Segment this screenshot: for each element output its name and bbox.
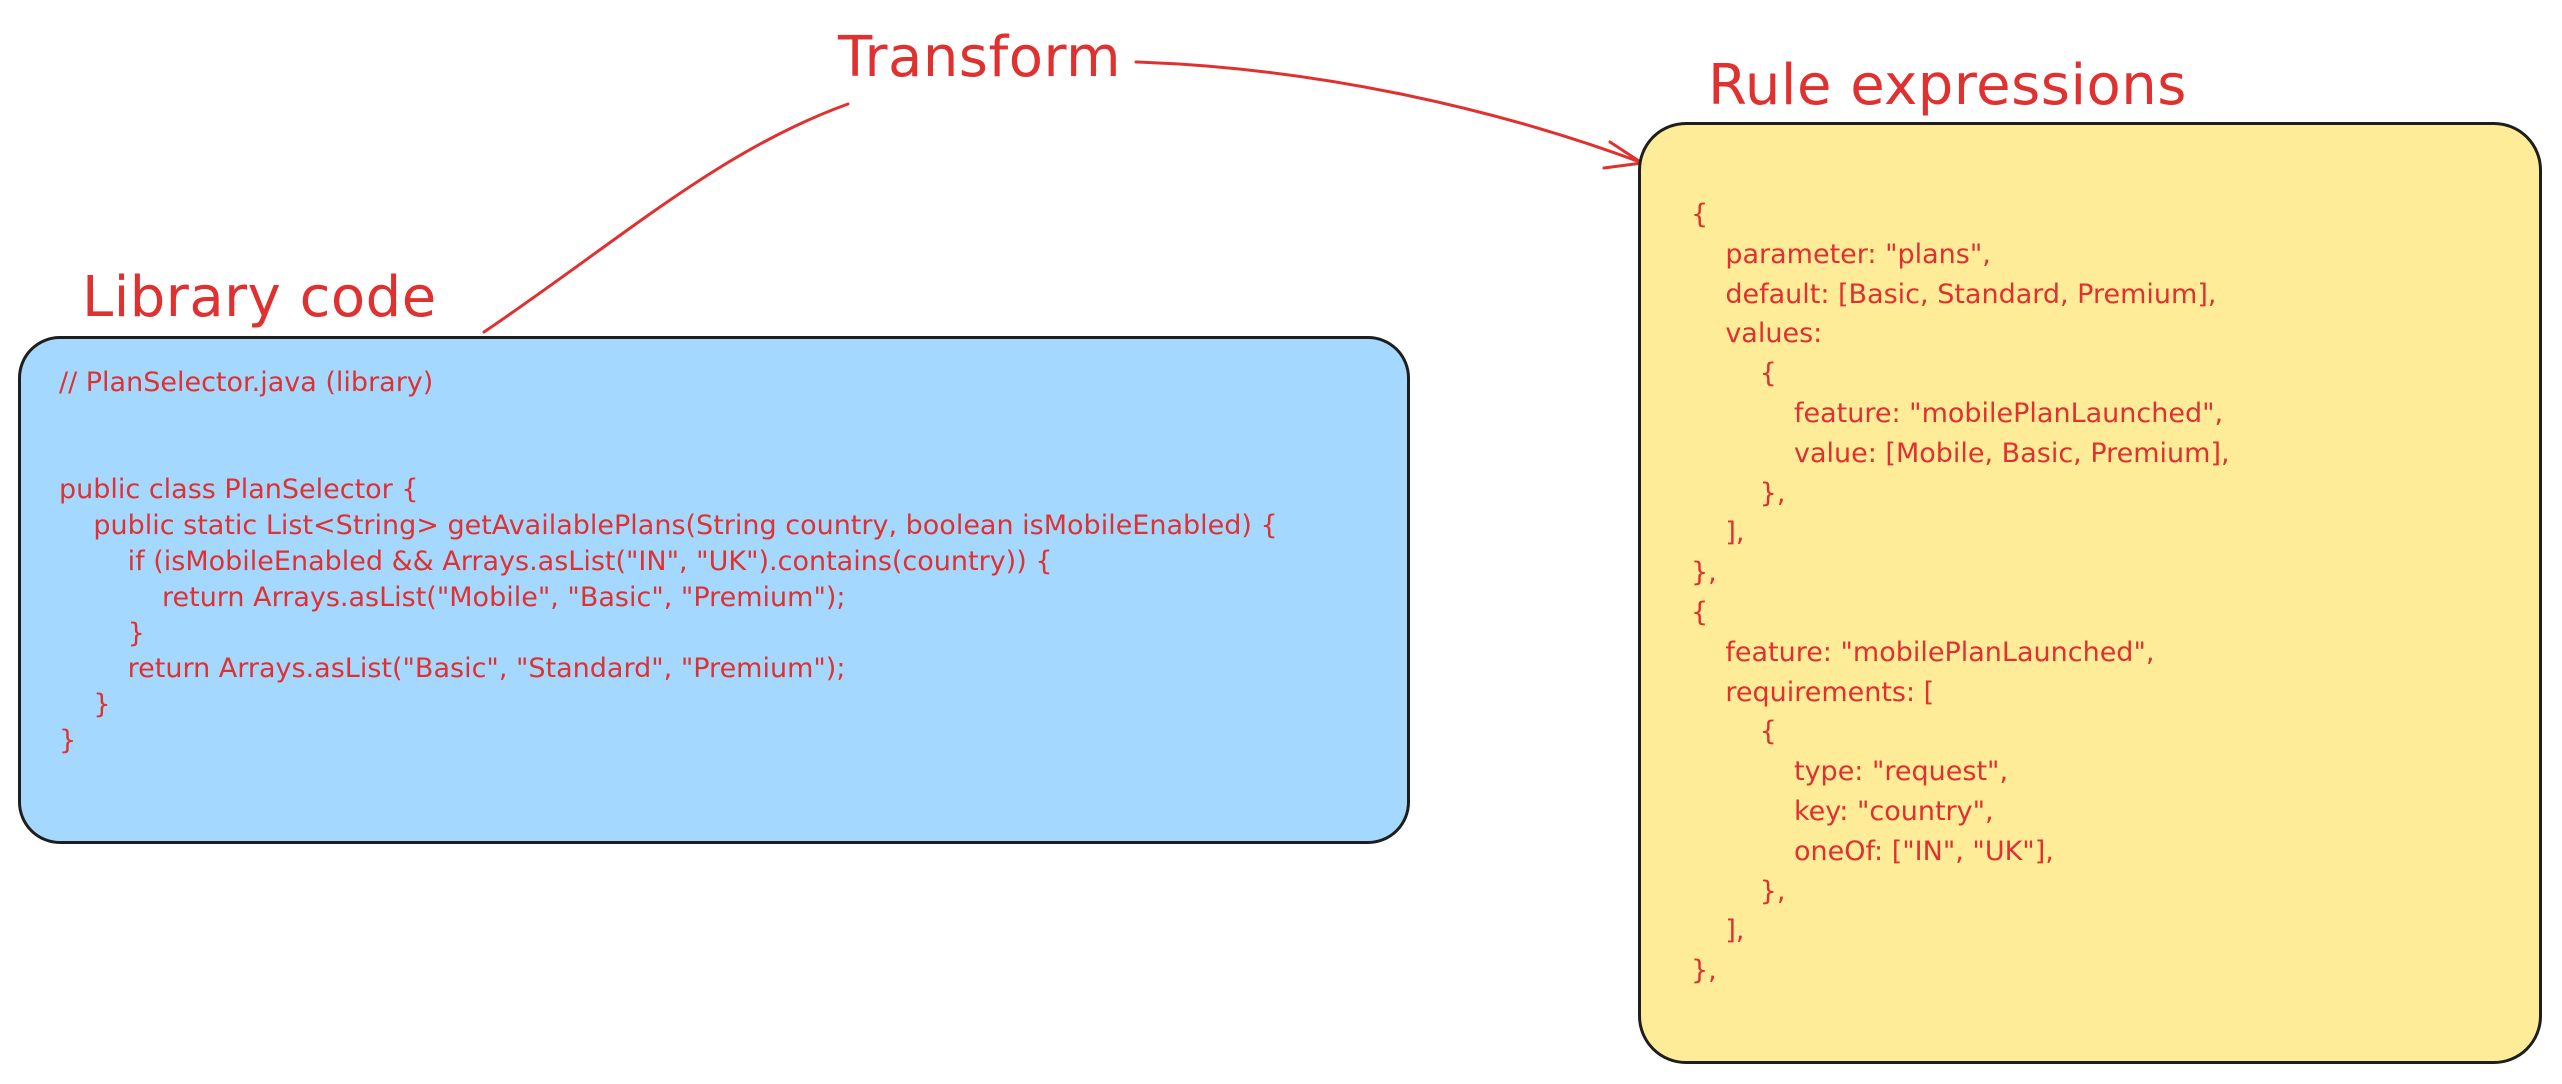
library-to-transform-connector: [482, 102, 850, 334]
rule-expressions-text: { parameter: "plans", default: [Basic, S…: [1691, 199, 2230, 987]
rule-expressions-heading: Rule expressions: [1708, 53, 2187, 118]
transform-label: Transform: [838, 25, 1122, 90]
rule-expressions-box: { parameter: "plans", default: [Basic, S…: [1638, 122, 2542, 1064]
library-code-box: // PlanSelector.java (library) public cl…: [18, 336, 1410, 844]
transform-to-rules-arrow: [1134, 60, 1642, 164]
library-code-text: // PlanSelector.java (library) public cl…: [59, 367, 1278, 756]
library-code-heading: Library code: [82, 265, 437, 330]
